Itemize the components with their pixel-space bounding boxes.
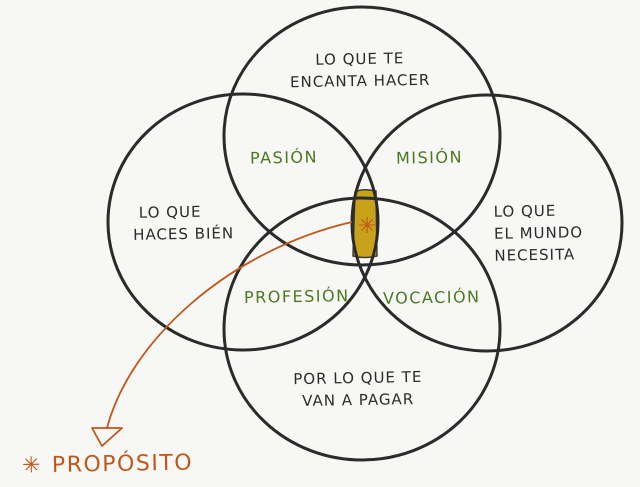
purpose-label: PROPÓSITO <box>51 450 194 478</box>
circle-bottom-label: POR LO QUE TE VAN A PAGAR <box>268 365 449 412</box>
circle-top <box>222 5 502 267</box>
circle-left-line-2: HACES BIÉN <box>133 224 235 244</box>
overlap-vocacion: VOCACIÓN <box>382 287 481 308</box>
circle-bottom-line-2: VAN A PAGAR <box>302 390 415 410</box>
circle-top-line-1: LO QUE TE <box>315 49 405 69</box>
overlap-mision: MISIÓN <box>395 147 464 168</box>
overlap-pasion: PASIÓN <box>249 147 319 168</box>
circle-left-label: LO QUE HACES BIÉN <box>133 200 235 246</box>
circle-left-line-1: LO QUE <box>138 202 202 222</box>
overlap-profesion: PROFESIÓN <box>243 286 350 307</box>
circle-right-line-3: NECESITA <box>494 245 576 265</box>
circle-bottom-line-1: POR LO QUE TE <box>293 367 423 389</box>
center-asterisk-icon: ✳ <box>358 214 376 239</box>
circle-left <box>106 92 380 352</box>
circle-top-line-2: ENCANTA HACER <box>289 70 431 92</box>
circle-right-line-2: EL MUNDO <box>493 223 584 243</box>
circle-right-line-1: LO QUE <box>493 201 557 221</box>
circle-right-label: LO QUE EL MUNDO NECESITA <box>493 199 583 267</box>
circle-bottom <box>222 196 502 462</box>
circle-top-label: LO QUE TE ENCANTA HACER <box>270 46 451 93</box>
purpose-asterisk-icon: ✳ <box>21 453 43 479</box>
purpose-arrow <box>106 221 353 429</box>
purpose-legend: ✳ PROPÓSITO <box>22 451 194 479</box>
arrowhead-icon <box>91 427 123 447</box>
circle-right <box>350 93 624 353</box>
